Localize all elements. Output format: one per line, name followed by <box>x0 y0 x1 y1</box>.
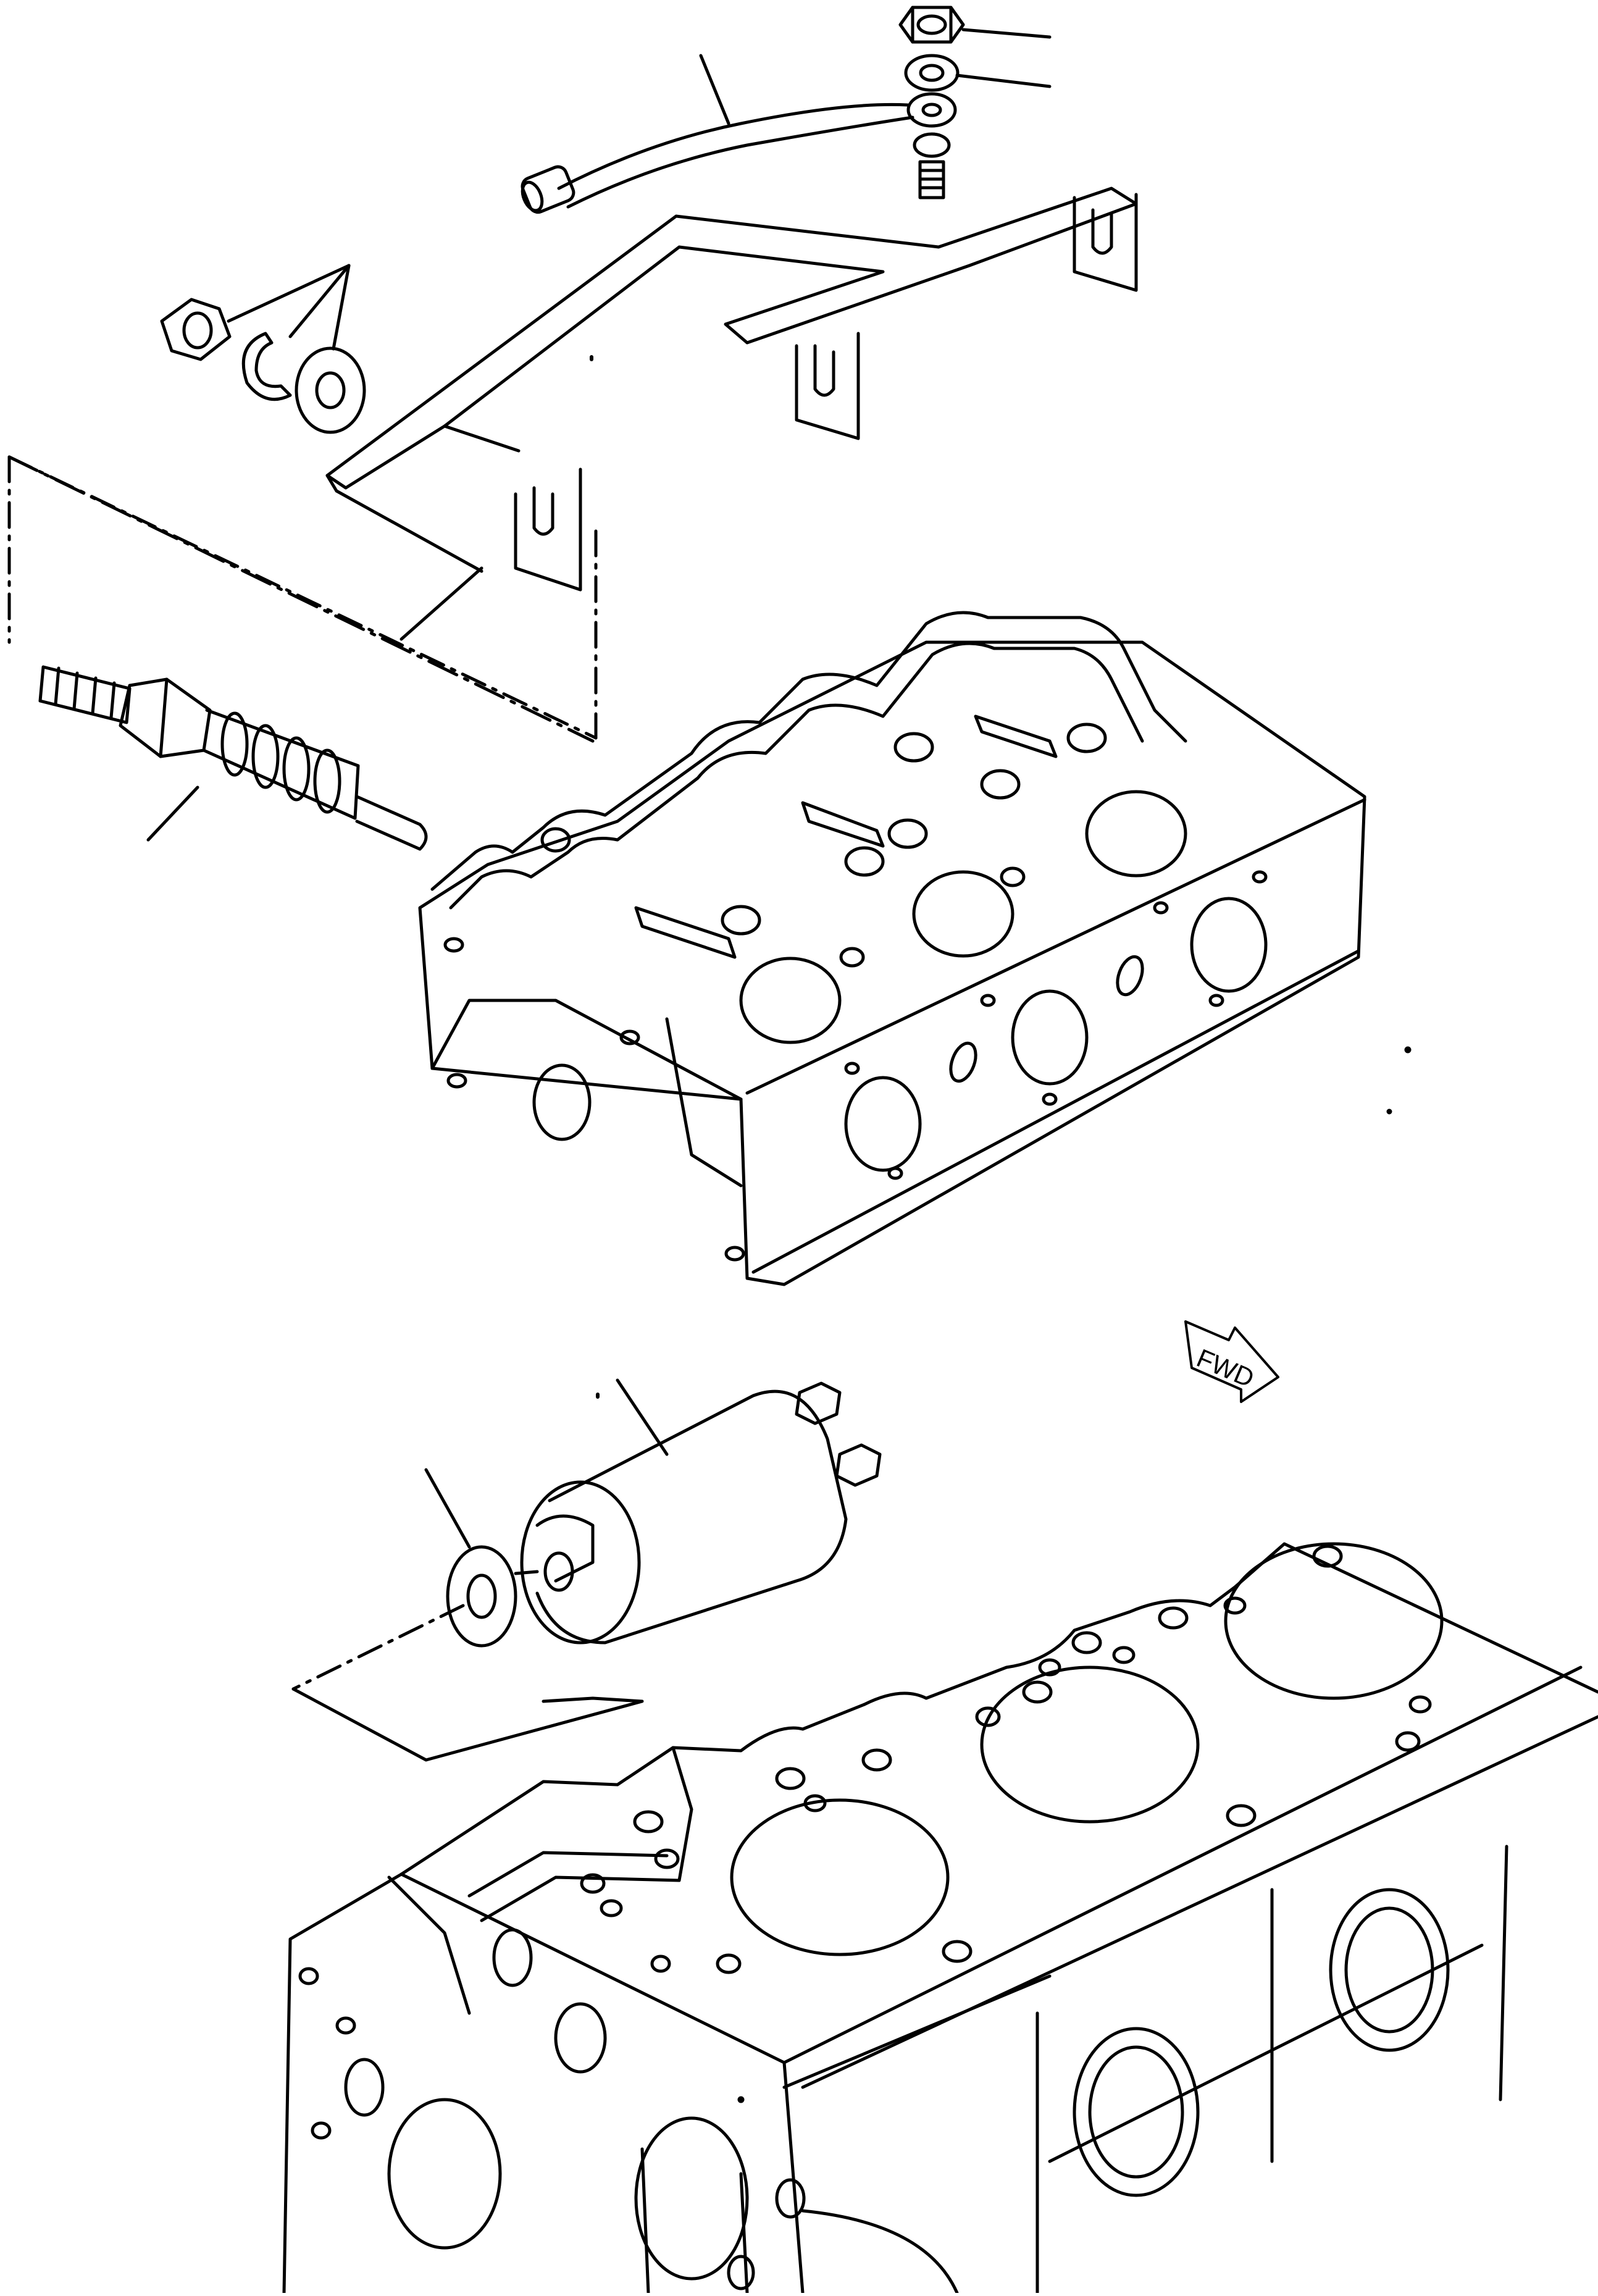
cylinder-block-icon <box>282 1542 1598 2295</box>
dashed-guide-washer <box>291 1604 465 1691</box>
glow-plug-icon <box>38 665 428 851</box>
hardware-set-icon <box>160 264 366 434</box>
dashed-guide-main <box>7 455 595 743</box>
leader-lines-top <box>955 28 1052 88</box>
hex-nut-icon <box>898 6 965 44</box>
dashed-guide-lines <box>7 455 598 740</box>
guide-outline-lower <box>291 1687 644 1762</box>
fwd-label: FWD <box>1192 1343 1258 1393</box>
solenoid-icon <box>514 1378 882 1644</box>
fuel-line-icon <box>521 54 914 214</box>
washer-icon <box>904 54 960 92</box>
stud-icon <box>918 160 945 199</box>
sealing-washer-icon <box>424 1468 517 1648</box>
cylinder-head-icon <box>418 611 1366 1286</box>
speck <box>737 2096 745 2103</box>
speck <box>1404 1046 1412 1054</box>
o-ring-icon <box>913 132 951 158</box>
fwd-indicator: FWD <box>1184 1320 1279 1403</box>
bracket-icon <box>325 186 1138 641</box>
eye-terminal-icon <box>906 92 957 128</box>
speck <box>1386 1108 1392 1115</box>
